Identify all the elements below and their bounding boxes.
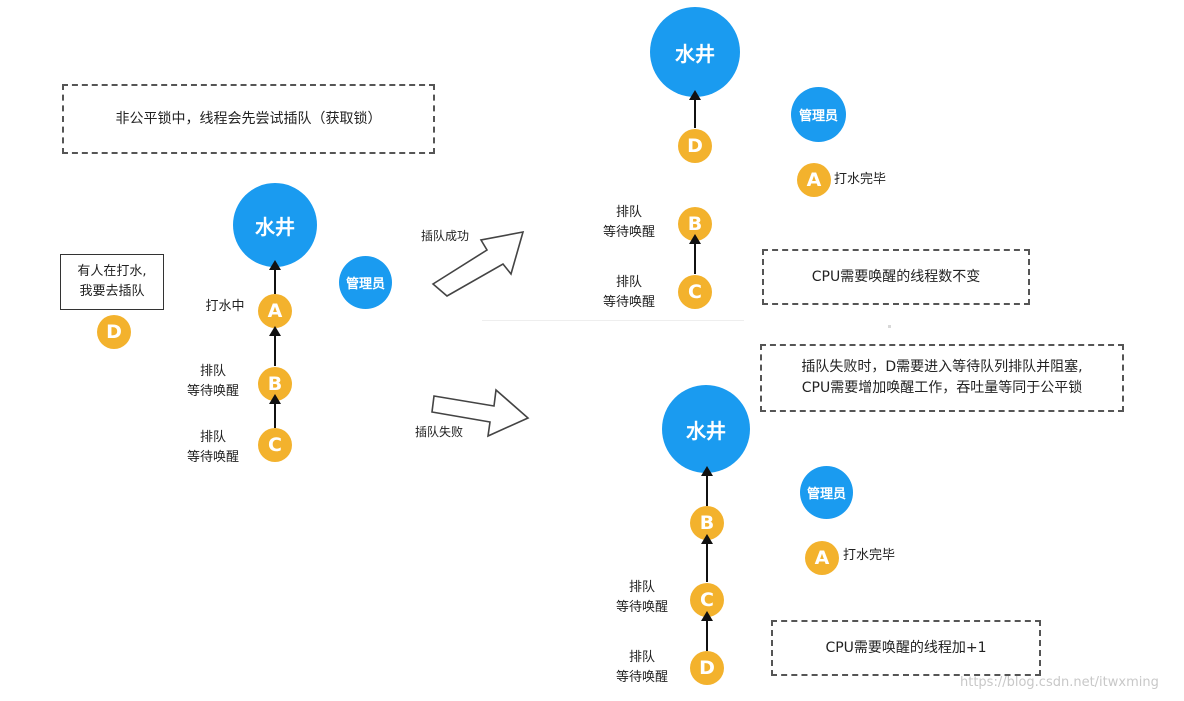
label-c-fail: 排队 等待唤醒 bbox=[615, 580, 668, 615]
arrow-c-to-b-success bbox=[689, 234, 701, 274]
note-fail-extra: CPU需要唤醒的线程加+1 bbox=[771, 620, 1041, 676]
label-b-success: 排队 等待唤醒 bbox=[602, 205, 655, 240]
note-fail-line1: 插队失败时，D需要进入等待队列排队并阻塞, bbox=[801, 359, 1083, 375]
label-done-success: 打水完毕 bbox=[834, 172, 887, 187]
label-done-fail: 打水完毕 bbox=[843, 548, 896, 563]
well-left-label: 水井 bbox=[255, 214, 295, 239]
label-cut-fail: 插队失败 bbox=[414, 425, 463, 439]
label-d-fail: 排队 等待唤醒 bbox=[615, 650, 668, 685]
manager-fail-label: 管理员 bbox=[806, 487, 846, 502]
well-fail: 水井 bbox=[662, 385, 750, 473]
note-d-line2: 我要去插队 bbox=[79, 284, 145, 299]
note-fail: 插队失败时，D需要进入等待队列排队并阻塞, CPU需要增加唤醒工作，吞吐量等同于… bbox=[760, 344, 1124, 412]
arrow-c-to-b-fail bbox=[701, 534, 713, 582]
thread-d-fail: D bbox=[690, 651, 724, 685]
note-fail-extra-text: CPU需要唤醒的线程加+1 bbox=[825, 639, 987, 656]
label-c-left: 排队 等待唤醒 bbox=[186, 430, 239, 465]
note-nonfair-lock: 非公平锁中，线程会先尝试插队（获取锁） bbox=[62, 84, 435, 154]
note-fail-line2: CPU需要增加唤醒工作，吞吐量等同于公平锁 bbox=[801, 380, 1083, 396]
well-fail-label: 水井 bbox=[686, 418, 726, 443]
thread-c-success: C bbox=[678, 275, 712, 309]
thread-a-done-success: A bbox=[797, 163, 831, 197]
well-success-label: 水井 bbox=[675, 41, 715, 66]
manager-success-label: 管理员 bbox=[798, 109, 838, 124]
note-d-line1: 有人在打水, bbox=[77, 264, 147, 279]
arrow-b-to-a-left bbox=[269, 326, 281, 366]
well-left: 水井 bbox=[233, 183, 317, 267]
label-c-success: 排队 等待唤醒 bbox=[602, 275, 655, 310]
thread-b-success: B bbox=[678, 207, 712, 241]
label-b-left: 排队 等待唤醒 bbox=[186, 364, 239, 399]
arrow-d-to-c-fail bbox=[701, 611, 713, 651]
manager-left-label: 管理员 bbox=[345, 277, 385, 292]
label-drawing-water: 打水中 bbox=[205, 299, 245, 314]
note-d-wants-cut: 有人在打水, 我要去插队 bbox=[60, 254, 164, 310]
label-cut-success: 插队成功 bbox=[420, 229, 469, 243]
arrow-success-shape bbox=[431, 230, 525, 297]
arrow-c-to-b-left bbox=[269, 394, 281, 428]
divider-dot bbox=[888, 325, 891, 328]
thread-d-waiting: D bbox=[97, 315, 131, 349]
watermark: https://blog.csdn.net/itwxming bbox=[960, 675, 1159, 690]
manager-fail: 管理员 bbox=[800, 466, 853, 519]
thread-c-left: C bbox=[258, 428, 292, 462]
divider-line bbox=[482, 320, 744, 321]
note-nonfair-lock-text: 非公平锁中，线程会先尝试插队（获取锁） bbox=[115, 110, 382, 127]
thread-a-done-fail: A bbox=[805, 541, 839, 575]
manager-left: 管理员 bbox=[339, 256, 392, 309]
arrow-b-to-well-fail bbox=[701, 466, 713, 506]
arrow-fail-shape bbox=[431, 388, 530, 438]
thread-d-success: D bbox=[678, 129, 712, 163]
thread-a-left: A bbox=[258, 294, 292, 328]
arrow-d-to-well-success bbox=[689, 90, 701, 128]
note-success: CPU需要唤醒的线程数不变 bbox=[762, 249, 1030, 305]
manager-success: 管理员 bbox=[791, 87, 846, 142]
note-success-text: CPU需要唤醒的线程数不变 bbox=[811, 268, 981, 285]
arrow-a-to-well-left bbox=[269, 260, 281, 294]
well-success: 水井 bbox=[650, 7, 740, 97]
